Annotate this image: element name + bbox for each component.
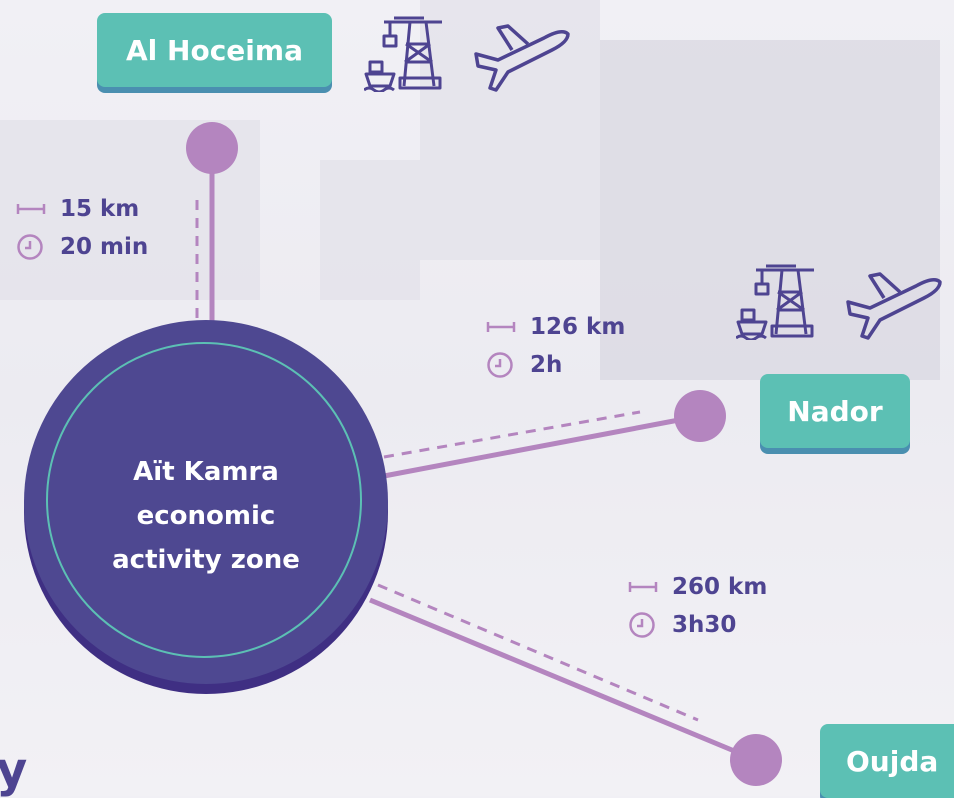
info-oujda: 260 km 3h30 — [628, 568, 767, 644]
port-crane-ship-icon — [736, 264, 814, 340]
hub: Aït Kamra economic activity zone — [24, 320, 388, 694]
hub-ring — [46, 342, 362, 658]
connector-nador-dashed — [383, 410, 641, 459]
port-crane-ship-icon — [364, 16, 442, 92]
distance-value: 15 km — [60, 196, 140, 222]
clock-icon — [16, 234, 50, 260]
distance-row: 15 km — [16, 190, 148, 228]
duration-row: 2h — [486, 346, 625, 384]
clock-icon — [486, 352, 520, 378]
clock-icon — [628, 612, 662, 638]
distance-value: 126 km — [530, 314, 626, 340]
info-al-hoceima: 15 km 20 min — [16, 190, 148, 266]
background-building — [600, 40, 940, 380]
distance-icon — [486, 314, 520, 340]
city-badge-oujda: Oujda — [820, 724, 954, 798]
distance-icon — [628, 574, 662, 600]
hub-title: Aït Kamra economic activity zone — [112, 457, 300, 575]
info-nador: 126 km 2h — [486, 308, 625, 384]
distance-value: 260 km — [672, 574, 768, 600]
duration-value: 20 min — [60, 234, 149, 260]
connector-oujda — [369, 597, 757, 763]
distance-row: 126 km — [486, 308, 625, 346]
node-nador — [674, 390, 726, 442]
city-badge-nador: Nador — [760, 374, 910, 448]
connector-nador — [383, 413, 701, 479]
background-building — [320, 160, 420, 300]
node-oujda — [730, 734, 782, 786]
background-building — [420, 0, 600, 260]
airplane-icon — [846, 272, 942, 340]
city-badge-al-hoceima: Al Hoceima — [97, 13, 332, 87]
connector-oujda-dashed — [377, 583, 699, 722]
duration-row: 20 min — [16, 228, 148, 266]
distance-row: 260 km — [628, 568, 767, 606]
duration-value: 2h — [530, 352, 563, 378]
duration-row: 3h30 — [628, 606, 767, 644]
airplane-icon — [474, 24, 570, 92]
duration-value: 3h30 — [672, 612, 737, 638]
node-al-hoceima — [186, 122, 238, 174]
distance-icon — [16, 196, 50, 222]
brand-text-fragment: y — [0, 742, 28, 798]
